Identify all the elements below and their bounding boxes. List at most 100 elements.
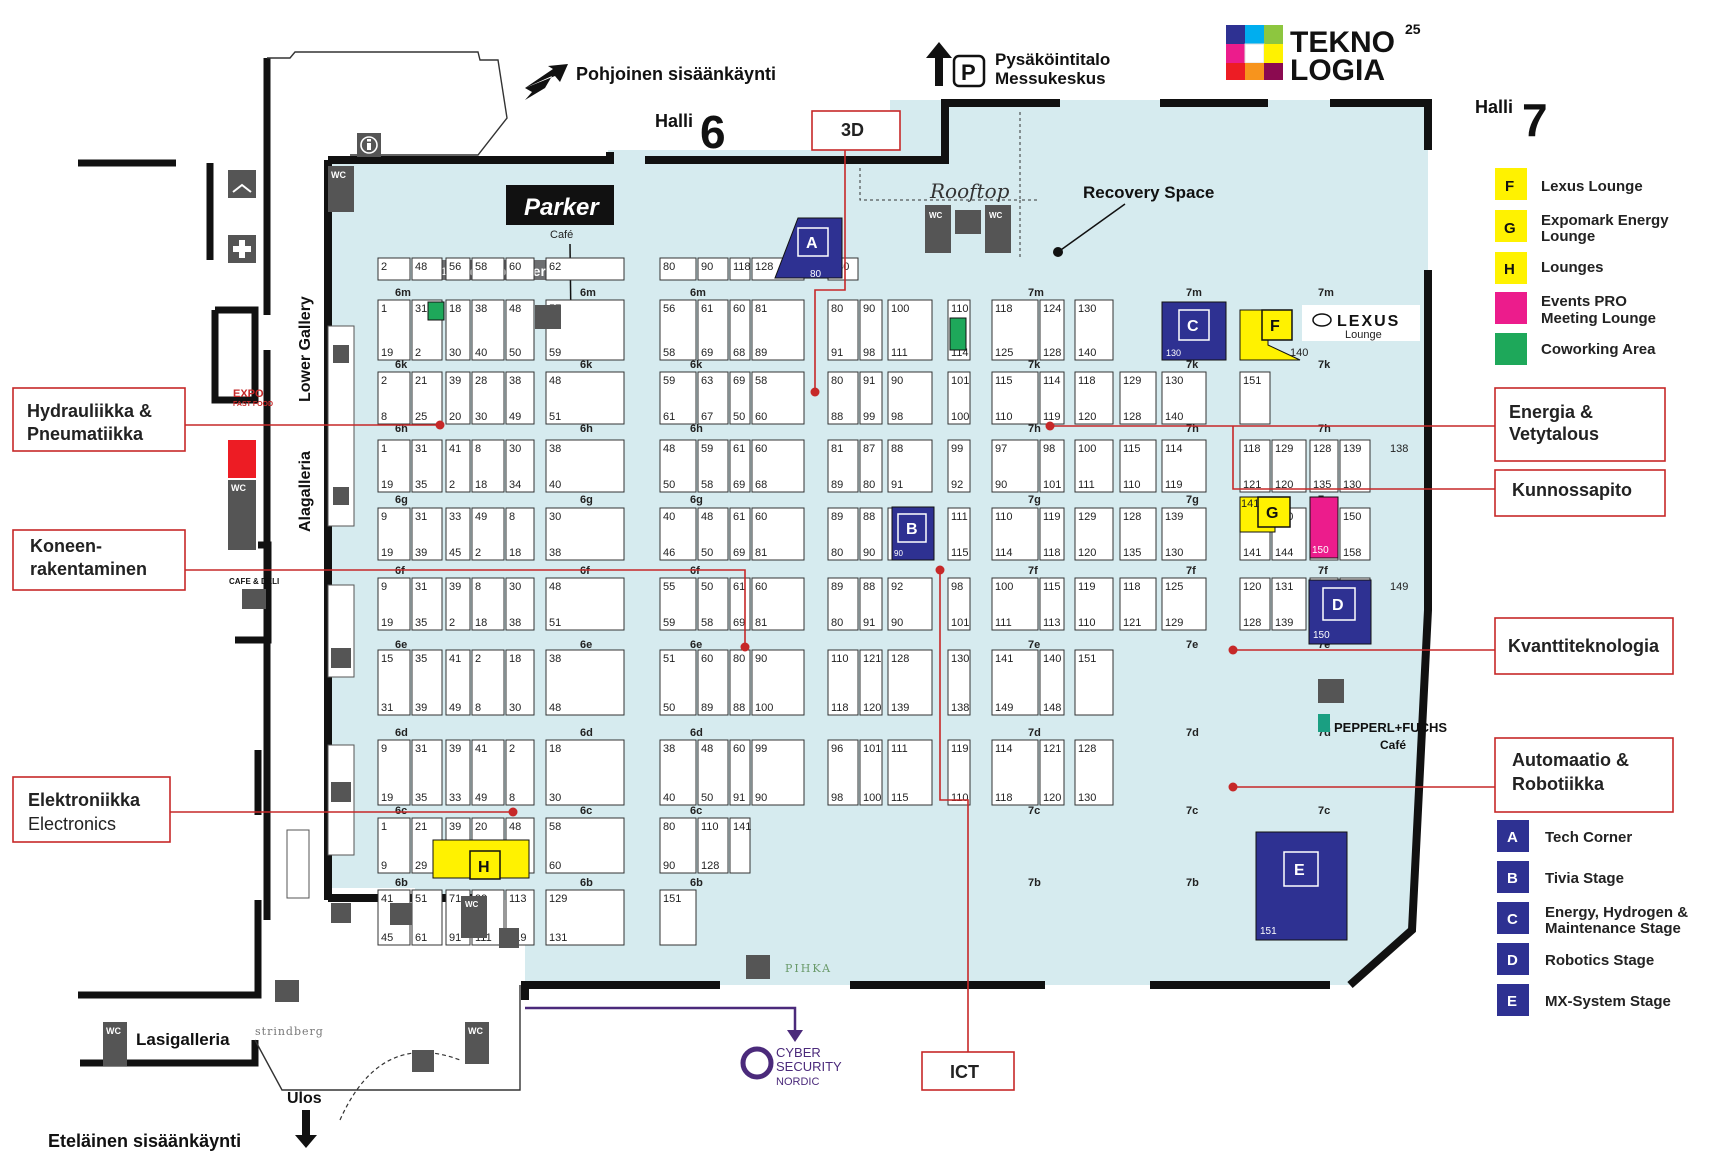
booth[interactable]	[411, 507, 443, 561]
lounge-f[interactable]: F 140	[1239, 309, 1308, 361]
booth[interactable]	[411, 889, 443, 946]
booth[interactable]	[377, 739, 411, 806]
booth[interactable]	[729, 371, 751, 425]
booth[interactable]	[545, 577, 625, 631]
booth[interactable]	[947, 507, 971, 561]
booth[interactable]	[887, 649, 933, 716]
legend-item-events-pro[interactable]: Events PRO Meeting Lounge	[1495, 292, 1656, 327]
wc-icon[interactable]	[925, 205, 951, 253]
legend-item-expomark-lounge[interactable]: G Expomark Energy Lounge	[1495, 210, 1669, 245]
booth[interactable]	[1161, 577, 1207, 631]
booth[interactable]	[859, 507, 883, 561]
elevator-icon[interactable]	[499, 928, 519, 948]
legend-item-mx-system-stage[interactable]: E MX-System Stage	[1497, 984, 1671, 1016]
booth[interactable]	[947, 439, 971, 493]
booth[interactable]	[1074, 739, 1114, 806]
booth[interactable]	[545, 817, 625, 874]
booth[interactable]	[827, 577, 859, 631]
booth[interactable]	[1039, 439, 1065, 493]
booth[interactable]	[471, 577, 505, 631]
booth[interactable]	[947, 739, 971, 806]
category-hydrauliikka[interactable]: Hydrauliikka & Pneumatiikka	[12, 387, 186, 452]
booth[interactable]	[827, 299, 859, 361]
cafe-icon[interactable]	[242, 589, 266, 609]
booth[interactable]	[697, 299, 729, 361]
booth[interactable]	[659, 299, 697, 361]
booth[interactable]	[659, 649, 697, 716]
restaurant-icon[interactable]	[333, 345, 349, 363]
booth[interactable]	[1074, 299, 1114, 361]
booth[interactable]	[505, 739, 535, 806]
booth[interactable]	[545, 739, 625, 806]
legend-item-lounges[interactable]: H Lounges	[1495, 252, 1604, 284]
booth[interactable]	[659, 577, 697, 631]
booth[interactable]	[887, 577, 933, 631]
booth[interactable]	[827, 739, 859, 806]
events-pro-lounge[interactable]	[1309, 496, 1339, 559]
booth[interactable]	[505, 257, 535, 281]
category-elektroniikka[interactable]: Elektroniikka Electronics	[12, 776, 171, 843]
booth[interactable]	[859, 299, 883, 361]
booth[interactable]	[859, 739, 883, 806]
booth[interactable]	[545, 257, 625, 281]
wardrobe-icon[interactable]	[390, 903, 412, 925]
wc-icon[interactable]	[103, 1022, 127, 1066]
category-ict[interactable]: ICT	[921, 1051, 1015, 1091]
restaurant-icon[interactable]	[746, 955, 770, 979]
booth[interactable]	[751, 439, 805, 493]
coworking-area-7m[interactable]	[949, 317, 967, 351]
stage-b[interactable]: B 90	[891, 506, 935, 561]
booth[interactable]	[659, 371, 697, 425]
north-entrance[interactable]: Pohjoinen sisäänkäynti	[525, 64, 776, 100]
booth[interactable]	[471, 507, 505, 561]
booth[interactable]	[1039, 507, 1065, 561]
restaurant-icon[interactable]	[333, 487, 349, 505]
booth[interactable]	[377, 649, 411, 716]
booth[interactable]	[545, 889, 625, 946]
booth[interactable]	[697, 817, 729, 874]
booth[interactable]	[1239, 371, 1271, 425]
booth[interactable]	[859, 649, 883, 716]
booth[interactable]	[859, 577, 883, 631]
category-automaatio[interactable]: Automaatio & Robotiikka	[1494, 737, 1674, 813]
booth[interactable]	[1039, 649, 1065, 716]
wc-icon[interactable]	[985, 205, 1011, 253]
legend-item-coworking[interactable]: Coworking Area	[1495, 333, 1656, 365]
booth[interactable]	[751, 507, 805, 561]
booth[interactable]	[697, 649, 729, 716]
stage-d[interactable]: D 150	[1308, 579, 1372, 645]
category-koneenrakentaminen[interactable]: Koneen- rakentaminen	[12, 529, 186, 591]
booth[interactable]	[1239, 577, 1271, 631]
legend-item-energy-stage[interactable]: C Energy, Hydrogen & Maintenance Stage	[1497, 902, 1688, 937]
booth[interactable]	[545, 371, 625, 425]
booth[interactable]	[505, 649, 535, 716]
booth[interactable]	[697, 739, 729, 806]
booth[interactable]	[827, 371, 859, 425]
booth[interactable]	[1161, 371, 1207, 425]
booth[interactable]	[1074, 577, 1114, 631]
booth[interactable]	[445, 439, 471, 493]
pepperl-fuchs-cafe[interactable]: PEPPERL+FUCHS Café	[1318, 714, 1447, 752]
booth[interactable]	[505, 439, 535, 493]
booth[interactable]	[659, 817, 697, 874]
booth[interactable]	[1161, 507, 1207, 561]
booth[interactable]	[947, 577, 971, 631]
booth[interactable]	[411, 371, 443, 425]
booth[interactable]	[471, 439, 505, 493]
booth[interactable]	[445, 649, 471, 716]
booth[interactable]	[887, 439, 933, 493]
booth[interactable]	[751, 299, 805, 361]
booth[interactable]	[471, 299, 505, 361]
booth[interactable]	[887, 371, 933, 425]
booth[interactable]	[947, 649, 971, 716]
booth[interactable]	[729, 739, 751, 806]
booth[interactable]	[1339, 439, 1371, 493]
booth[interactable]	[377, 507, 411, 561]
legend-item-robotics-stage[interactable]: D Robotics Stage	[1497, 943, 1654, 975]
booth[interactable]	[1039, 577, 1065, 631]
booth[interactable]	[471, 739, 505, 806]
cafe-icon[interactable]	[535, 305, 561, 329]
booth[interactable]	[471, 649, 505, 716]
booth[interactable]	[729, 257, 751, 281]
booth[interactable]	[445, 739, 471, 806]
